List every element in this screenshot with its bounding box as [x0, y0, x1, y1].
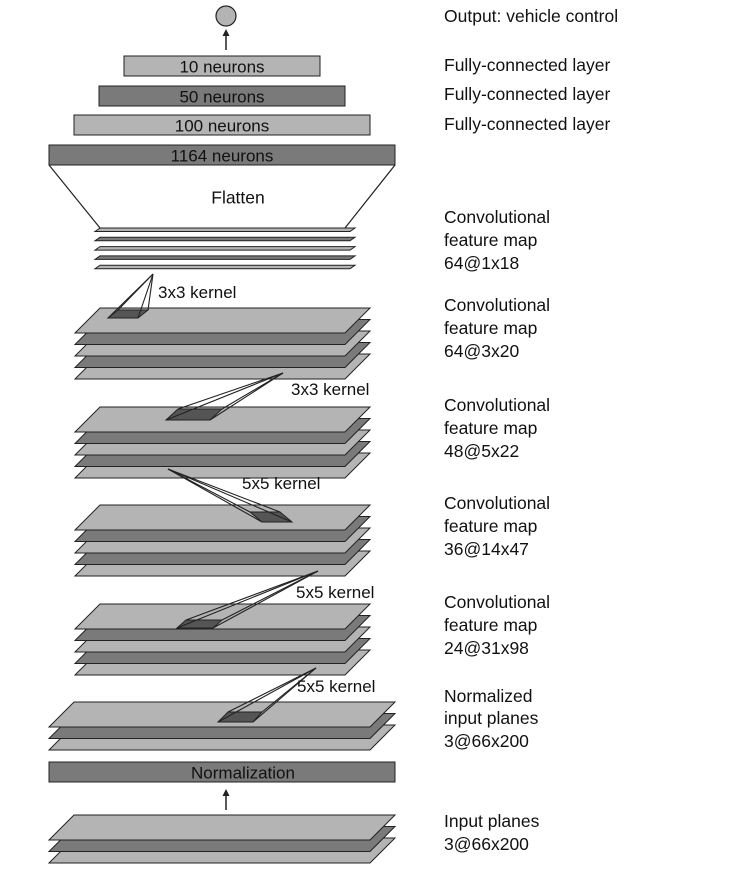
svg-text:Input planes: Input planes — [444, 811, 540, 831]
normalization-label: Normalization — [191, 764, 295, 783]
kernel-label-1: 3x3 kernel — [158, 283, 236, 302]
kernel-projections — [106, 273, 319, 723]
stack-64-1x18-plane — [93, 236, 357, 242]
fc-box-10 — [123, 55, 321, 77]
kernel-5x5-a — [167, 468, 294, 523]
svg-text:feature map: feature map — [444, 230, 537, 250]
fc-side-label-50: Fully-connected layer — [444, 84, 610, 104]
fc-side-label-100: Fully-connected layer — [444, 114, 610, 134]
stack-24-31x98-plane — [73, 603, 372, 630]
feature-map-stacks — [47, 227, 397, 864]
fc-label-100: 100 neurons — [175, 117, 270, 136]
svg-text:64@3x20: 64@3x20 — [444, 341, 519, 361]
stack-normalized-3-plane — [47, 701, 397, 728]
svg-text:64@1x18: 64@1x18 — [444, 253, 519, 273]
stack-64-1x18-plane — [93, 255, 357, 260]
svg-text:feature map: feature map — [444, 516, 537, 536]
output-node — [215, 5, 237, 27]
svg-text:3@66x200: 3@66x200 — [444, 731, 529, 751]
stack-64-1x18-plane — [93, 246, 357, 251]
fc-label-10: 10 neurons — [179, 58, 264, 77]
stack-normalized-3 — [47, 701, 397, 751]
kernel-label-3: 5x5 kernel — [242, 474, 320, 493]
svg-text:Normalized: Normalized — [444, 686, 533, 706]
stack-64-3x20 — [73, 307, 372, 380]
stack-input-3-plane — [47, 814, 397, 841]
stack-48-5x22 — [73, 406, 372, 479]
output-side-label: Output: vehicle control — [444, 6, 618, 26]
stack-24-31x98 — [73, 603, 372, 676]
svg-text:Convolutional: Convolutional — [444, 295, 550, 315]
conv-annotation-24-31x98: Convolutional feature map 24@31x98 — [444, 592, 550, 658]
kernel-3x3-a — [106, 273, 154, 319]
kernel-label-4: 5x5 kernel — [296, 583, 374, 602]
conv-annotation-64-3x20: Convolutional feature map 64@3x20 — [444, 295, 550, 361]
normalization-box — [48, 761, 396, 783]
kernel-label-5: 5x5 kernel — [297, 677, 375, 696]
input-arrow — [222, 789, 230, 810]
conv-annotation-36-14x47: Convolutional feature map 36@14x47 — [444, 493, 550, 559]
svg-text:24@31x98: 24@31x98 — [444, 638, 529, 658]
svg-text:48@5x22: 48@5x22 — [444, 441, 519, 461]
stack-64-1x18 — [93, 227, 357, 270]
svg-text:36@14x47: 36@14x47 — [444, 539, 529, 559]
svg-text:feature map: feature map — [444, 318, 537, 338]
svg-text:Convolutional: Convolutional — [444, 592, 550, 612]
stack-64-1x18-plane — [93, 264, 357, 270]
conv-annotation-48-5x22: Convolutional feature map 48@5x22 — [444, 395, 550, 461]
stack-64-3x20-plane — [73, 307, 372, 334]
fc-label-50: 50 neurons — [179, 88, 264, 107]
kernel-5x5-c — [216, 667, 317, 723]
svg-text:feature map: feature map — [444, 418, 537, 438]
kernel-label-2: 3x3 kernel — [291, 380, 369, 399]
fc-box-1164 — [48, 144, 396, 166]
flatten-lines — [48, 164, 396, 229]
stack-64-1x18-plane — [93, 227, 357, 232]
conv-annotation-64-1x18: Convolutional feature map 64@1x18 — [444, 207, 550, 273]
svg-text:3@66x200: 3@66x200 — [444, 834, 529, 854]
stack-input-3 — [47, 814, 397, 864]
fc-box-100 — [73, 114, 371, 136]
stack-36-14x47 — [73, 504, 372, 577]
svg-text:Convolutional: Convolutional — [444, 395, 550, 415]
svg-text:feature map: feature map — [444, 615, 537, 635]
svg-text:Convolutional: Convolutional — [444, 207, 550, 227]
stack-48-5x22-plane — [73, 406, 372, 433]
kernel-5x5-b — [175, 570, 319, 629]
svg-text:Convolutional: Convolutional — [444, 493, 550, 513]
output-arrow — [222, 29, 230, 50]
fc-side-label-10: Fully-connected layer — [444, 55, 610, 75]
normalized-planes-annotation: Normalized input planes 3@66x200 — [444, 686, 539, 751]
stack-36-14x47-plane — [73, 504, 372, 531]
fc-box-50 — [98, 85, 346, 107]
svg-text:input planes: input planes — [444, 708, 539, 728]
kernel-3x3-b — [164, 372, 284, 421]
input-planes-annotation: Input planes 3@66x200 — [444, 811, 540, 854]
fc-label-1164: 1164 neurons — [171, 147, 274, 166]
flatten-label: Flatten — [211, 188, 265, 208]
